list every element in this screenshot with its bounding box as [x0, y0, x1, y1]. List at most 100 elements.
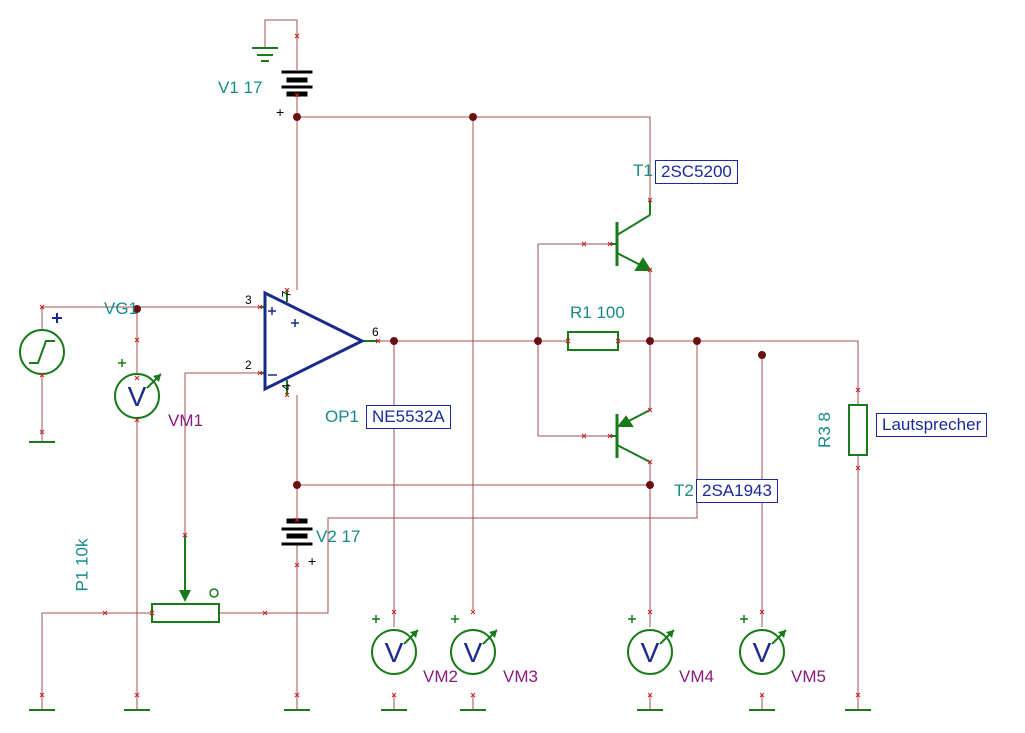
- ground-icon: [749, 695, 775, 711]
- junction-dot: [390, 337, 398, 345]
- label-v1: V1 17: [218, 78, 263, 97]
- opamp-icon: [260, 290, 378, 395]
- pin-marker: [647, 692, 653, 698]
- pin-marker: [855, 692, 861, 698]
- pin-marker: [607, 241, 613, 247]
- opamp-pin-3: 3: [245, 293, 252, 307]
- opamp-pin-7: 7: [279, 290, 294, 298]
- voltmeter-vm4-icon: [627, 615, 675, 675]
- battery-v2-icon: [281, 518, 313, 546]
- pin-marker: [294, 517, 300, 523]
- pin-marker: [134, 692, 140, 698]
- pin-marker: [262, 610, 268, 616]
- voltmeter-vm5-icon: [739, 615, 787, 675]
- label-p1: P1 10k: [72, 538, 92, 592]
- pin-marker: [134, 417, 140, 423]
- label-vm1: VM1: [168, 411, 203, 430]
- pin-marker: [294, 33, 300, 39]
- label-r1: R1 100: [570, 303, 625, 322]
- r3-part-box: Lautsprecher: [876, 413, 988, 437]
- pin-markers: [39, 33, 861, 698]
- pin-marker: [759, 692, 765, 698]
- opamp-pin-4: 4: [279, 383, 294, 391]
- pin-marker: [182, 532, 188, 538]
- pin-marker: [581, 433, 587, 439]
- junction-dot: [758, 351, 766, 359]
- label-v2: V2 17: [316, 527, 361, 546]
- pin-marker: [391, 692, 397, 698]
- pin-marker: [615, 338, 621, 344]
- pin-marker: [294, 562, 300, 568]
- pin-marker: [102, 610, 108, 616]
- pin-marker: [607, 433, 613, 439]
- pin-marker: [284, 392, 290, 398]
- battery-v1-icon: [281, 70, 313, 97]
- pin-marker: [39, 372, 45, 378]
- pin-marker: [134, 375, 140, 381]
- pin-marker: [257, 370, 263, 376]
- junction-dot: [293, 481, 301, 489]
- pin-marker: [759, 609, 765, 615]
- pin-marker: [134, 337, 140, 343]
- pin-marker: [39, 692, 45, 698]
- junction-dot: [293, 113, 301, 121]
- pin-marker: [647, 459, 653, 465]
- voltmeter-glyph: V: [753, 637, 772, 668]
- pin-marker: [391, 609, 397, 615]
- resistor-r3-icon: [848, 404, 868, 456]
- t1-model-box: 2SC5200: [655, 160, 738, 184]
- pin-marker: [39, 304, 45, 310]
- ground-icon: [124, 695, 150, 711]
- wires: [41, 19, 859, 695]
- label-t1: T1: [633, 161, 653, 180]
- ground-icon: [460, 695, 486, 711]
- junctions: [133, 113, 766, 489]
- pin-marker: [581, 241, 587, 247]
- label-vm2: VM2: [423, 667, 458, 686]
- voltmeter-glyph: V: [385, 637, 404, 668]
- label-vm4: VM4: [679, 667, 714, 686]
- voltmeter-glyph: V: [464, 637, 483, 668]
- voltmeter-vm2-icon: [371, 615, 419, 675]
- pin-marker: [647, 197, 653, 203]
- label-op1: OP1: [325, 407, 360, 426]
- pin-marker: [294, 92, 300, 98]
- signal-generator-icon: [19, 313, 65, 375]
- npn-transistor-icon: [610, 200, 652, 271]
- label-vg1: VG1: [104, 299, 139, 318]
- junction-dot: [646, 337, 654, 345]
- label-vm5: VM5: [791, 667, 826, 686]
- voltmeter-vm3-icon: [450, 615, 498, 675]
- pin-marker: [647, 407, 653, 413]
- ground-icon: [29, 695, 55, 711]
- pin-marker: [647, 609, 653, 615]
- ground-icon: [29, 432, 55, 443]
- junction-dot: [133, 305, 141, 313]
- pin-marker: [855, 387, 861, 393]
- pin-marker: [284, 287, 290, 293]
- ground-icon: [252, 36, 278, 62]
- ground-icon: [284, 695, 310, 711]
- voltmeter-glyph: V: [641, 637, 660, 668]
- ground-icon: [845, 695, 871, 711]
- op1-model-box: NE5532A: [366, 405, 451, 429]
- wiper-marker-icon: [209, 588, 219, 598]
- opamp-pin-6: 6: [372, 325, 379, 339]
- pin-marker: [39, 429, 45, 435]
- v1-plus-sign: +: [276, 104, 285, 120]
- pin-marker: [470, 609, 476, 615]
- pin-marker: [855, 465, 861, 471]
- label-r3: R3 8: [814, 412, 834, 448]
- pin-marker: [470, 692, 476, 698]
- junction-dot: [693, 337, 701, 345]
- pin-marker: [149, 610, 155, 616]
- v2-plus-sign: +: [308, 553, 317, 569]
- junction-dot: [534, 337, 542, 345]
- potentiometer-p1-icon: [151, 535, 220, 623]
- resistor-r1-icon: [567, 331, 619, 351]
- label-vm3: VM3: [503, 667, 538, 686]
- voltmeter-glyph: V: [128, 381, 147, 412]
- junction-dot: [646, 481, 654, 489]
- opamp-pin-2: 2: [245, 358, 252, 372]
